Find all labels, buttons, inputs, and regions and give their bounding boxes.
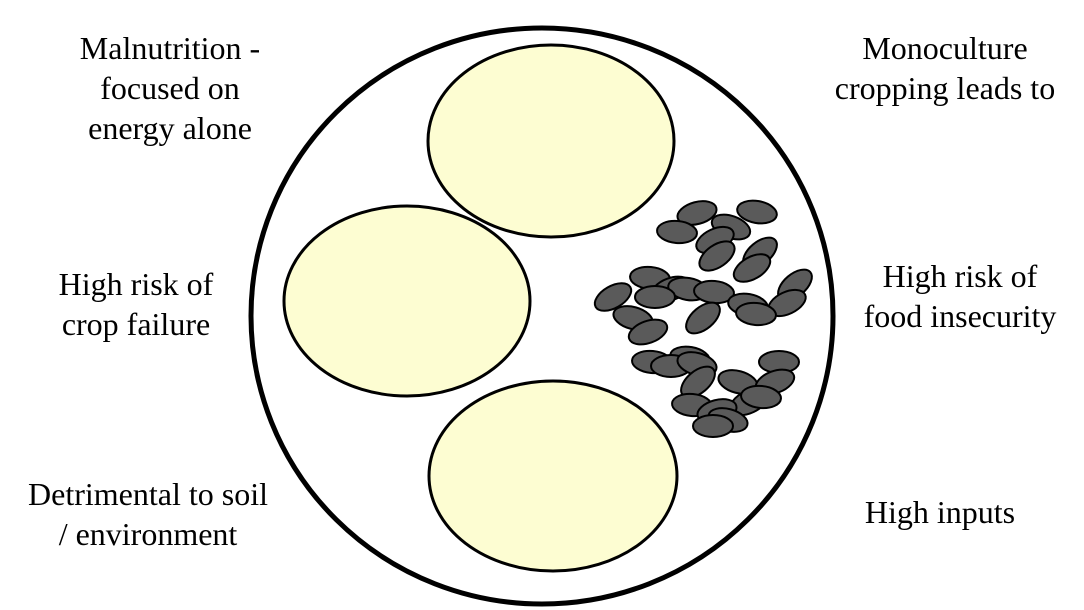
label-soil-environment: Detrimental to soil / environment xyxy=(0,474,296,554)
label-line: High risk of xyxy=(6,264,266,304)
seed xyxy=(635,286,675,308)
label-line: food insecurity xyxy=(840,296,1080,336)
staple-grain-bottom xyxy=(429,381,677,571)
label-crop-failure: High risk of crop failure xyxy=(6,264,266,344)
staple-grain-left xyxy=(284,206,530,396)
staple-grain-top xyxy=(428,45,674,237)
label-line: focused on xyxy=(40,68,300,108)
label-line: / environment xyxy=(0,514,296,554)
seed xyxy=(693,415,733,437)
label-line: crop failure xyxy=(6,304,266,344)
label-line: energy alone xyxy=(40,108,300,148)
label-food-insecurity: High risk of food insecurity xyxy=(840,256,1080,336)
label-line: Monoculture xyxy=(814,28,1076,68)
label-line: High risk of xyxy=(840,256,1080,296)
label-high-inputs: High inputs xyxy=(820,492,1060,532)
label-malnutrition: Malnutrition - focused on energy alone xyxy=(40,28,300,148)
label-line: High inputs xyxy=(820,492,1060,532)
label-line: Detrimental to soil xyxy=(0,474,296,514)
label-monoculture: Monoculture cropping leads to xyxy=(814,28,1076,108)
label-line: cropping leads to xyxy=(814,68,1076,108)
label-line: Malnutrition - xyxy=(40,28,300,68)
